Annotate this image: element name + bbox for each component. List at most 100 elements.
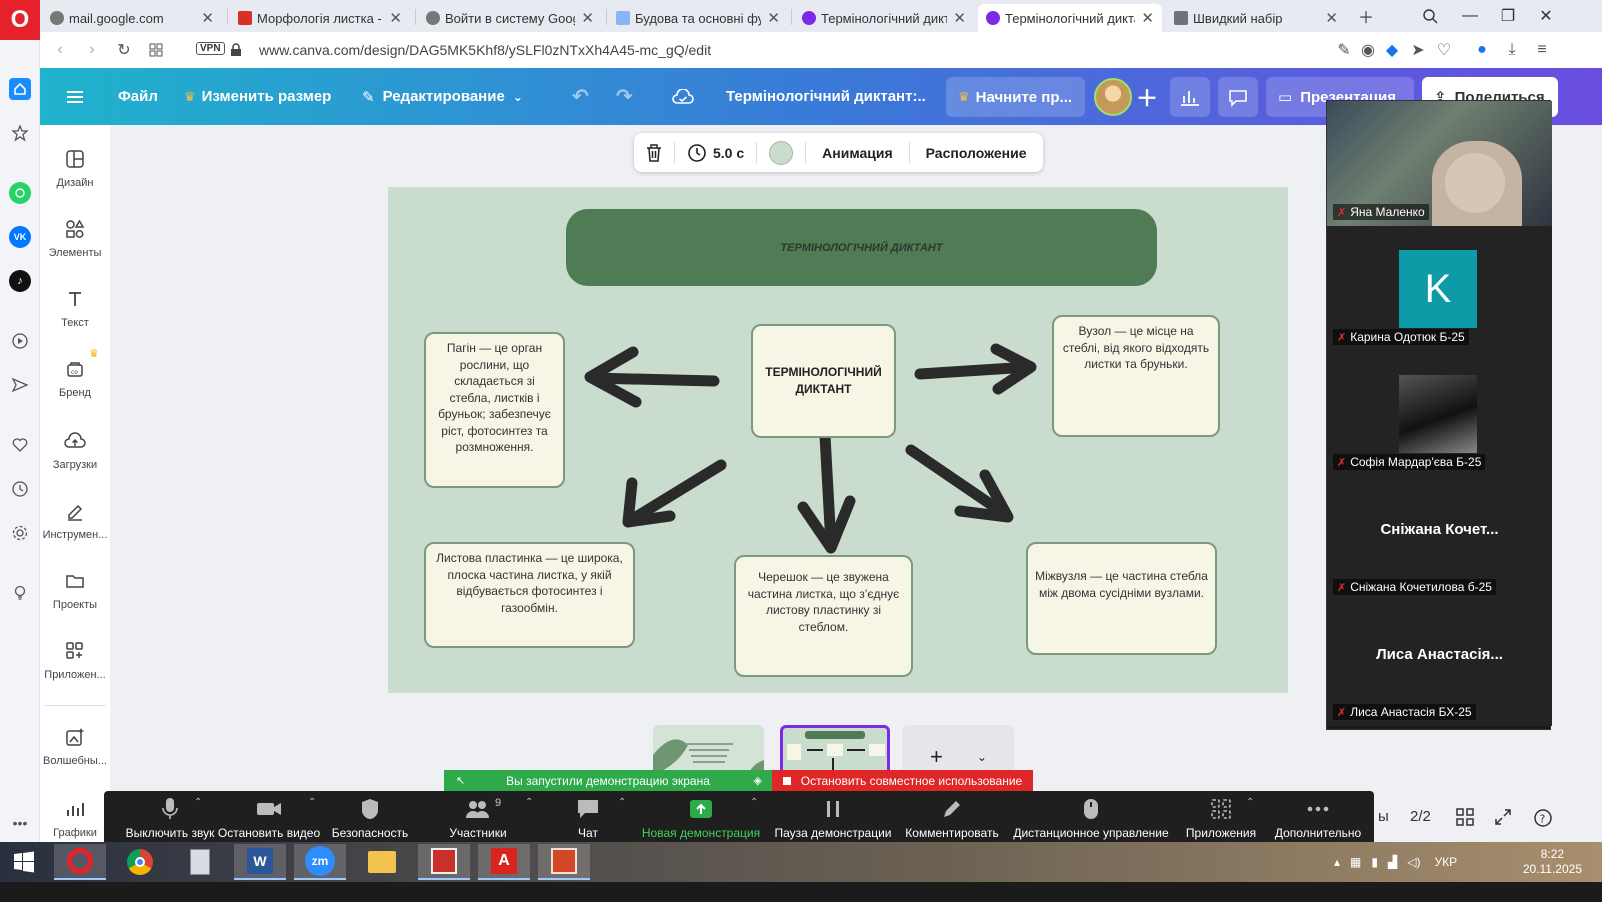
grid-view-icon[interactable] <box>1456 808 1474 830</box>
taskbar-acrobat-icon[interactable]: A <box>478 844 530 880</box>
chevron-up-icon[interactable]: ⌃ <box>618 797 627 808</box>
sidebar-item-magic[interactable]: Волшебны... <box>40 725 110 785</box>
card-mizhvuzlia[interactable]: Міжвузля — це частина стебла між двома с… <box>1026 542 1217 655</box>
whatsapp-icon[interactable] <box>9 182 31 204</box>
diagram-arrows[interactable] <box>388 187 1288 693</box>
download-icon[interactable]: ⤓ <box>1508 41 1516 58</box>
menu-icon[interactable]: ≡ <box>1537 41 1547 58</box>
more-button[interactable]: Дополнительно <box>1272 791 1364 845</box>
fullscreen-icon[interactable] <box>1494 808 1512 830</box>
browser-tab[interactable]: Швидкий набір ✕ <box>1166 4 1346 32</box>
tiktok-icon[interactable]: ♪ <box>9 270 31 292</box>
heart-icon[interactable] <box>9 434 31 456</box>
sidebar-item-elements[interactable]: Элементы <box>40 217 110 277</box>
forward-icon[interactable]: › <box>89 41 95 58</box>
url-field[interactable]: www.canva.com/design/DAG5MK5Khf8/ySLFl0z… <box>259 42 712 58</box>
trash-icon[interactable] <box>634 143 674 163</box>
browser-tab-active[interactable]: Термінологічний диктант ✕ <box>978 4 1162 32</box>
star-icon[interactable] <box>9 122 31 144</box>
browser-tab[interactable]: Будова та основні функц ✕ <box>608 4 788 32</box>
notes-label[interactable]: ы <box>1378 808 1389 825</box>
chevron-up-icon[interactable]: ⌃ <box>525 797 534 808</box>
tab-close-icon[interactable]: ✕ <box>201 10 214 27</box>
vk-icon[interactable]: VK <box>9 226 31 248</box>
vpn-badge[interactable]: VPN <box>196 42 225 55</box>
taskbar-app-icon[interactable] <box>418 844 470 880</box>
add-collaborator-icon[interactable]: ＋ <box>1136 85 1159 111</box>
undo-icon[interactable]: ↶ <box>572 86 589 108</box>
help-icon[interactable]: ? <box>1533 808 1553 832</box>
new-tab-button[interactable]: ＋ <box>1357 10 1374 27</box>
chevron-up-icon[interactable]: ⌃ <box>308 797 317 808</box>
resize-button[interactable]: ♛ Изменить размер <box>184 88 332 105</box>
participants-button[interactable]: Участники <box>446 791 510 845</box>
card-vuzol[interactable]: Вузол — це місце на стеблі, від якого ві… <box>1052 315 1220 437</box>
card-center-title[interactable]: ТЕРМІНОЛОГІЧНИЙ ДИКТАНТ <box>751 324 896 438</box>
hamburger-menu-icon[interactable] <box>66 68 84 125</box>
comment-icon[interactable] <box>1218 77 1258 117</box>
chevron-up-icon[interactable]: ⌃ <box>194 797 203 808</box>
opera-logo-icon[interactable]: O <box>0 0 40 40</box>
taskbar-word-icon[interactable]: W <box>234 844 286 880</box>
pin-icon[interactable]: ↖ <box>456 775 466 787</box>
profile-icon[interactable]: ● <box>1477 41 1487 58</box>
animation-button[interactable]: Анимация <box>822 144 893 161</box>
duration-button[interactable]: 5.0 с <box>675 143 756 163</box>
card-lystova-plastynka[interactable]: Листова пластинка — це широка, плоска ча… <box>424 542 635 648</box>
new-share-button[interactable]: Новая демонстрация <box>640 791 762 845</box>
position-button[interactable]: Расположение <box>925 144 1027 161</box>
participant-tile[interactable]: ✗Яна Маленко <box>1327 101 1552 226</box>
insights-chart-icon[interactable] <box>1170 77 1210 117</box>
heart-icon[interactable]: ♡ <box>1436 42 1452 59</box>
tab-close-icon[interactable]: ✕ <box>953 10 966 27</box>
sidebar-item-uploads[interactable]: Загрузки <box>40 429 110 489</box>
tab-close-icon[interactable]: ✕ <box>767 10 780 27</box>
camera-icon[interactable]: ◉ <box>1361 42 1375 59</box>
participant-tile[interactable]: K ✗Карина Одотюк Б-25 <box>1327 226 1552 351</box>
minimize-icon[interactable]: — <box>1462 7 1478 24</box>
taskbar-calculator-icon[interactable] <box>174 844 226 880</box>
document-title[interactable]: Термінологічний диктант:... <box>726 88 926 105</box>
tray-network-icon[interactable]: ▦ <box>1350 855 1362 869</box>
tray-volume-icon[interactable]: ◁) <box>1407 855 1421 869</box>
tab-close-icon[interactable]: ✕ <box>389 10 402 27</box>
tab-close-icon[interactable]: ✕ <box>1141 10 1154 27</box>
apps-button[interactable]: Приложения <box>1184 791 1258 845</box>
remote-control-button[interactable]: Дистанционное управление <box>1012 791 1170 845</box>
lightbulb-icon[interactable] <box>9 582 31 604</box>
start-pro-button[interactable]: ♛ Начните пр... <box>946 77 1085 117</box>
lock-icon[interactable] <box>226 40 246 60</box>
back-icon[interactable]: ‹ <box>57 41 63 58</box>
send-icon[interactable]: ➤ <box>1411 42 1425 59</box>
taskbar-chrome-icon[interactable] <box>114 844 166 880</box>
editing-mode-button[interactable]: ✎ Редактирование ⌄ <box>362 88 523 106</box>
taskbar-opera-icon[interactable] <box>54 844 106 880</box>
chevron-up-icon[interactable]: ⌃ <box>750 797 759 808</box>
chevron-down-icon[interactable]: ⌄ <box>976 749 987 764</box>
taskbar-powerpoint-icon[interactable] <box>538 844 590 880</box>
browser-tab[interactable]: mail.google.com ✕ <box>42 4 222 32</box>
settings-gear-icon[interactable] <box>9 522 31 544</box>
mute-button[interactable]: Выключить звук <box>114 791 226 845</box>
windows-start-icon[interactable] <box>0 844 48 880</box>
send-icon[interactable] <box>9 374 31 396</box>
edit-page-icon[interactable]: ✎ <box>1337 42 1351 59</box>
history-icon[interactable] <box>9 478 31 500</box>
search-tabs-icon[interactable] <box>1416 4 1444 28</box>
avatar[interactable] <box>1094 68 1132 125</box>
participant-tile[interactable]: Сніжана Кочет... ✗Сніжана Кочетилова б-2… <box>1327 476 1552 601</box>
sidebar-item-text[interactable]: Текст <box>40 287 110 347</box>
stop-sharing-button[interactable]: Остановить совместное использование <box>772 770 1033 791</box>
browser-tab[interactable]: Термінологічний диктант ✕ <box>794 4 974 32</box>
color-swatch[interactable] <box>757 140 805 165</box>
sidebar-item-draw[interactable]: Инструмен... <box>40 499 110 559</box>
player-icon[interactable] <box>9 330 31 352</box>
slide-title-banner[interactable]: ТЕРМІНОЛОГІЧНИЙ ДИКТАНТ <box>566 209 1157 286</box>
participant-tile[interactable]: Лиса Анастасія... ✗Лиса Анастасія БХ-25 <box>1327 601 1552 726</box>
browser-tab[interactable]: Морфологія листка - Me ✕ <box>230 4 410 32</box>
sidebar-item-design[interactable]: Дизайн <box>40 147 110 207</box>
restore-icon[interactable]: ❐ <box>1500 8 1516 25</box>
stop-video-button[interactable]: Остановить видео <box>218 791 320 845</box>
chat-button[interactable]: Чат <box>570 791 606 845</box>
tray-battery-icon[interactable]: ▮ <box>1371 855 1378 869</box>
